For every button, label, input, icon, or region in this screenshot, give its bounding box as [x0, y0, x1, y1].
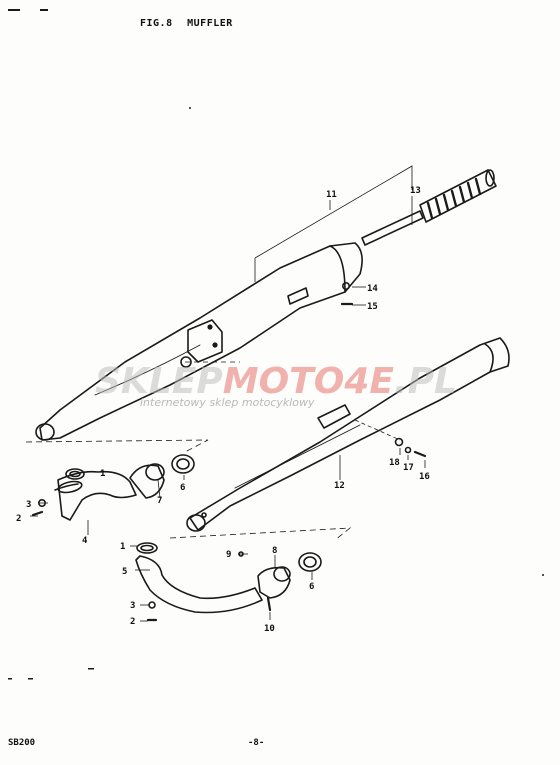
callout-5: 5	[122, 567, 127, 577]
scan-specks	[8, 9, 544, 680]
watermark-4e: 4E	[343, 361, 394, 402]
figure-title: MUFFLER	[187, 18, 233, 29]
watermark-tagline: internetowy sklep motocyklowy	[140, 396, 315, 409]
callout-2-lower: 2	[130, 617, 135, 627]
page-title: FIG.8 MUFFLER	[140, 18, 241, 29]
upper-exhaust-pipe	[31, 454, 195, 521]
watermark-pl: .PL	[394, 361, 457, 402]
baffle-insert	[361, 169, 497, 246]
page-number: -8-	[248, 738, 265, 748]
callout-4: 4	[82, 536, 88, 546]
callout-1-upper: 1	[100, 469, 105, 479]
figure-number: FIG.8	[140, 18, 173, 29]
lower-exhaust-pipe	[135, 542, 322, 622]
watermark-moto: MOTO	[223, 361, 345, 402]
callout-8: 8	[272, 546, 277, 556]
callout-6-lower: 6	[309, 582, 314, 592]
lower-muffler	[186, 337, 510, 532]
callout-6-upper: 6	[180, 483, 185, 493]
watermark-sklep: SKLEP	[95, 361, 223, 402]
callout-13: 13	[410, 186, 421, 196]
callout-2-upper: 2	[16, 514, 21, 524]
callout-1-lower: 1	[120, 542, 125, 552]
svg-text:SKLEPMOTO4E.PL: SKLEPMOTO4E.PL	[95, 361, 457, 402]
callout-16: 16	[419, 472, 430, 482]
leader-lines	[25, 165, 426, 622]
callout-18: 18	[389, 458, 400, 468]
mount-hardware	[340, 281, 427, 458]
callout-11: 11	[326, 190, 337, 200]
callout-3-lower: 3	[130, 601, 135, 611]
callout-7: 7	[157, 496, 162, 506]
callout-17: 17	[403, 463, 414, 473]
callout-12: 12	[334, 481, 345, 491]
callout-14: 14	[367, 284, 378, 294]
callout-10: 10	[264, 624, 275, 634]
watermark: SKLEPMOTO4E.PL internetowy sklep motocyk…	[95, 361, 457, 409]
upper-muffler	[35, 242, 363, 441]
model-code: SB200	[8, 738, 36, 748]
callout-15: 15	[367, 302, 378, 312]
callout-9: 9	[226, 550, 231, 560]
callout-3-upper: 3	[26, 500, 31, 510]
